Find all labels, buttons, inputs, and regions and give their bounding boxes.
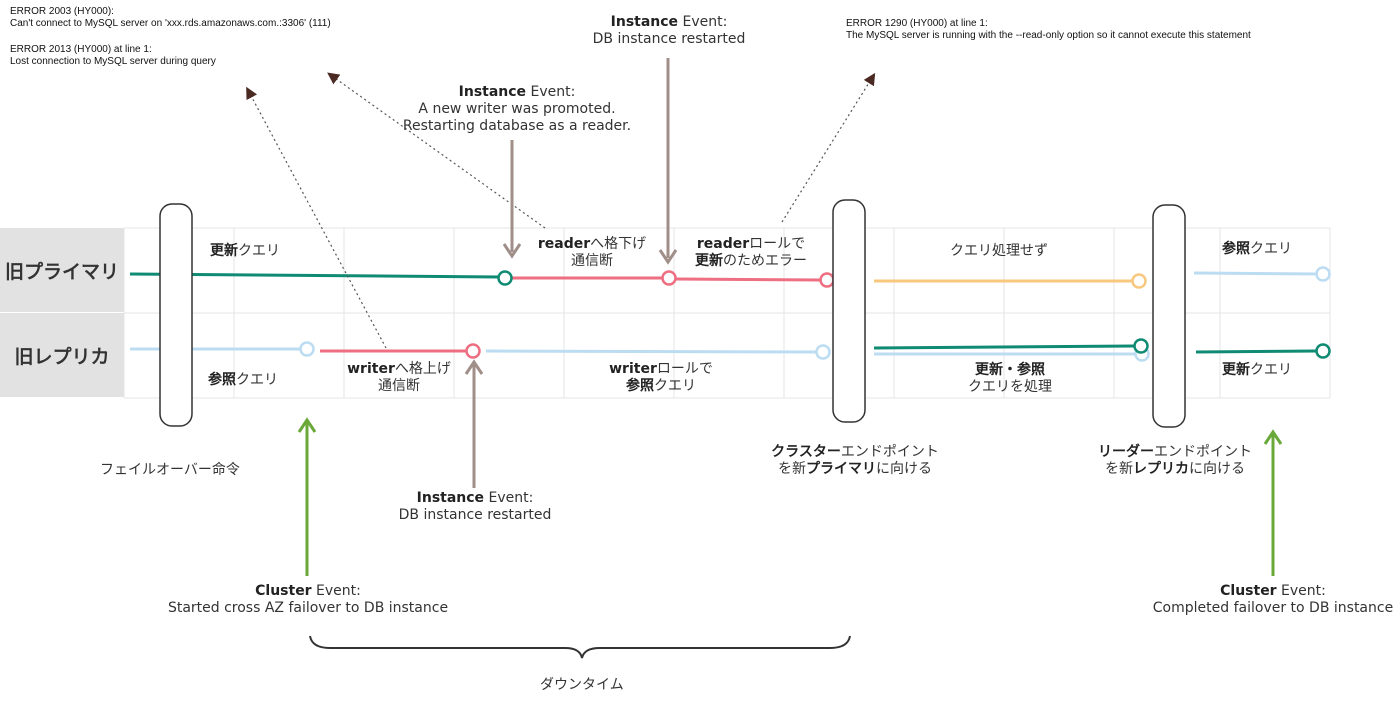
label-no-processing: クエリ処理せず: [950, 243, 1048, 259]
label-cluster-endpoint: クラスターエンドポイント を新プライマリに向ける: [771, 444, 939, 477]
label-reader-endpoint: リーダーエンドポイント を新レプリカに向ける: [1098, 444, 1252, 477]
error-2013: ERROR 2013 (HY000) at line 1: Lost conne…: [10, 44, 216, 68]
instance-event-writer-promoted: Instance Event: A new writer was promote…: [402, 84, 632, 134]
error-text: The MySQL server is running with the --r…: [846, 30, 1251, 41]
label-writer-promote: writerへ格上げ 通信断: [347, 361, 451, 394]
replica-row-lines: [130, 344, 1318, 356]
label-reader-role-error: readerロールで 更新のためエラー: [695, 236, 807, 269]
error-2003: ERROR 2003 (HY000): Can't connect to MyS…: [10, 6, 331, 30]
grid: [123, 227, 1331, 399]
instance-event-arrows: [464, 58, 678, 488]
row-label-text: 旧プライマリ: [4, 260, 119, 283]
cluster-event-cross-az: Cluster Event: Started cross AZ failover…: [167, 583, 449, 616]
error-title: ERROR 2003 (HY000):: [10, 6, 114, 17]
downtime-brace: [309, 635, 851, 659]
row-label-old-primary: 旧プライマリ: [0, 228, 124, 312]
label-reader-demote: readerへ格下げ 通信断: [537, 236, 647, 269]
label-writer-role-ref: writerロールで 参照クエリ: [609, 361, 713, 394]
label-downtime: ダウンタイム: [540, 677, 624, 693]
label-update-query-right: 更新クエリ: [1222, 362, 1292, 378]
error-1290: ERROR 1290 (HY000) at line 1: The MySQL …: [846, 18, 1251, 42]
phase-bars: [159, 199, 1186, 428]
error-title: ERROR 1290 (HY000) at line 1:: [846, 18, 988, 29]
label-ref-query: 参照クエリ: [208, 372, 278, 388]
row-label-old-replica: 旧レプリカ: [0, 313, 124, 397]
error-arrows: [246, 72, 876, 349]
label-update-query: 更新クエリ: [210, 243, 280, 259]
cluster-event-completed: Cluster Event: Completed failover to DB …: [1152, 583, 1394, 616]
error-text: Can't connect to MySQL server on 'xxx.rd…: [10, 18, 331, 29]
error-text: Lost connection to MySQL server during q…: [10, 56, 216, 67]
replica-row-nodes: [299, 338, 1331, 362]
primary-row-nodes: [497, 266, 1331, 289]
label-failover-command: フェイルオーバー命令: [100, 462, 240, 478]
label-update-ref-process: 更新・参照 クエリを処理: [968, 362, 1052, 395]
instance-event-restart-top: Instance Event: DB instance restarted: [592, 14, 746, 47]
error-title: ERROR 2013 (HY000) at line 1:: [10, 44, 152, 55]
instance-event-restart-bottom: Instance Event: DB instance restarted: [398, 490, 552, 523]
row-label-text: 旧レプリカ: [14, 345, 110, 368]
label-ref-query-right: 参照クエリ: [1222, 241, 1292, 257]
cluster-event-arrows: [297, 417, 1283, 576]
